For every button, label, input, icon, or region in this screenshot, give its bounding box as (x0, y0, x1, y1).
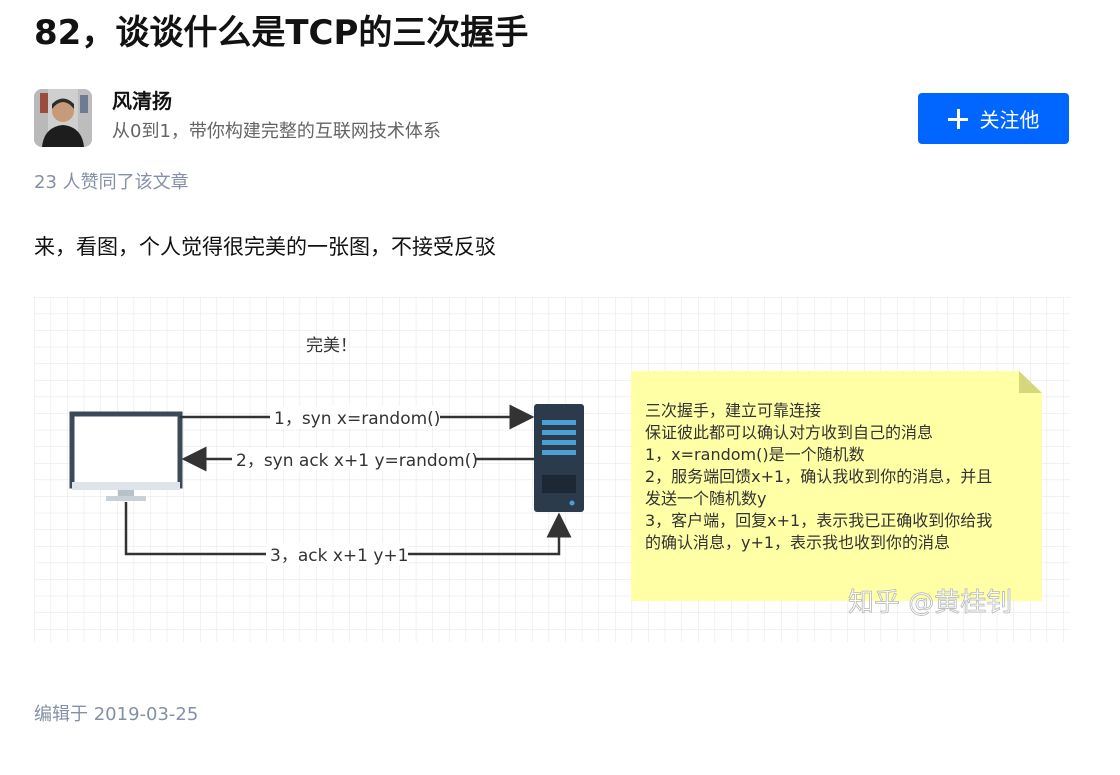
client-monitor-icon (69, 411, 183, 501)
author-avatar[interactable] (34, 89, 92, 147)
avatar-photo (34, 89, 92, 147)
plus-icon (947, 108, 968, 129)
note-line-7: 的确认消息，y+1，表示我也收到你的消息 (645, 533, 950, 552)
arrow1-label-bg (270, 406, 440, 428)
follow-button[interactable]: 关注他 (918, 93, 1069, 144)
tcp-handshake-diagram[interactable]: 完美！ 1，syn x=random() 2，syn ack x+1 y=ran… (34, 297, 1070, 642)
arrow3-label: 3，ack x+1 y+1 (270, 546, 408, 566)
watermark-text: 知乎 @黄桂钊 (848, 588, 1012, 618)
note-line-2: 保证彼此都可以确认对方收到自己的消息 (645, 423, 933, 442)
follow-button-label: 关注他 (979, 108, 1040, 132)
note-line-1: 三次握手，建立可靠连接 (645, 401, 821, 420)
note-line-6: 3，客户端，回复x+1，表示我已正确收到你给我 (645, 511, 992, 530)
author-bio: 从0到1，带你构建完整的互联网技术体系 (112, 121, 441, 142)
diagram-caption: 完美！ (306, 336, 357, 356)
note-line-4: 2，服务端回馈x+1，确认我收到你的消息，并且 (645, 467, 992, 486)
article-body-text: 来，看图，个人觉得很完美的一张图，不接受反驳 (34, 235, 496, 259)
author-name[interactable]: 风清扬 (112, 89, 172, 113)
arrow1-label: 1，syn x=random() (274, 409, 440, 429)
likes-count[interactable]: 23 人赞同了该文章 (34, 172, 189, 193)
svg-text:三次握手，建立可靠连接 保证彼此都可以确认对方收: 三次握手，建立可靠连接 保证彼此都可以确认对方收到自己的消息 1，x=rando… (645, 401, 997, 552)
explanation-note: 三次握手，建立可靠连接 保证彼此都可以确认对方收到自己的消息 1，x=rando… (631, 371, 1042, 601)
note-line-5: 发送一个随机数y (645, 489, 766, 508)
note-line-3: 1，x=random()是一个随机数 (645, 445, 865, 464)
arrow3-label-bg (266, 543, 408, 565)
arrow2-label: 2，syn ack x+1 y=random() (236, 451, 478, 471)
edited-date: 编辑于 2019-03-25 (34, 704, 199, 725)
server-icon (534, 404, 584, 512)
arrow2-label-bg (232, 448, 476, 470)
article-title: 82，谈谈什么是TCP的三次握手 (34, 13, 529, 53)
